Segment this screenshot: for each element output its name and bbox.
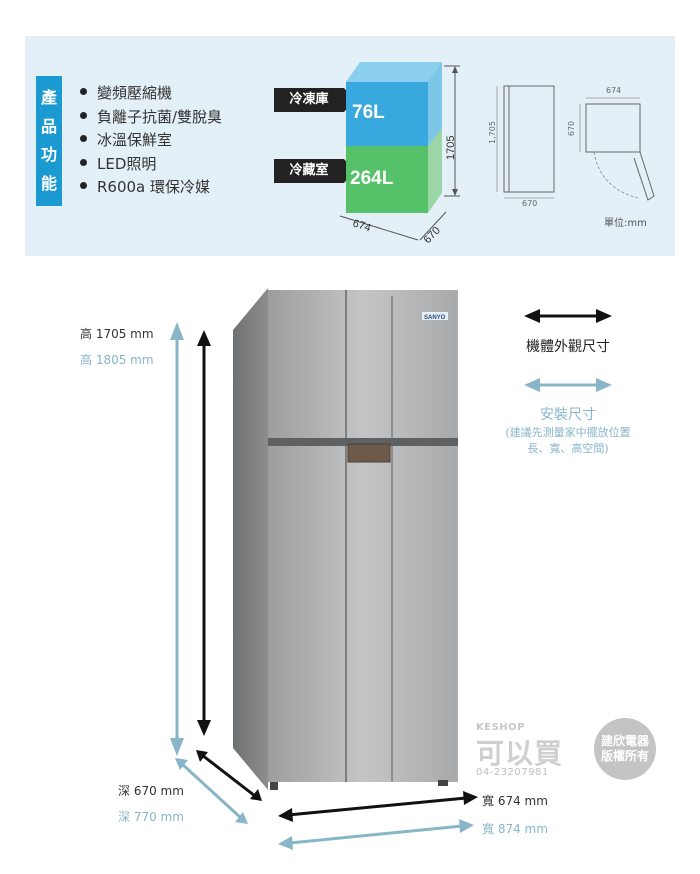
capacity-box-diagram: 76L 264L 1705 674 670 bbox=[339, 62, 460, 246]
freezer-volume: 76L bbox=[352, 102, 385, 123]
freezer-box bbox=[346, 82, 428, 146]
install-height-label: 高 1805 mm bbox=[80, 353, 154, 367]
depth-dimension-line bbox=[419, 211, 447, 241]
feature-tag-char: 能 bbox=[40, 173, 57, 193]
install-note-line-1: (建議先測量家中擺放位置 bbox=[505, 426, 631, 439]
feature-tag-char: 功 bbox=[40, 145, 57, 165]
body-depth-arrow bbox=[201, 753, 256, 798]
height-dimension: 1705 bbox=[445, 136, 457, 160]
bullet-icon bbox=[80, 158, 87, 166]
install-depth-arrow bbox=[180, 762, 243, 820]
box-top-face bbox=[346, 62, 442, 82]
top-width-label: 674 bbox=[606, 86, 622, 95]
install-width-arrow bbox=[289, 824, 463, 845]
width-dimension: 674 bbox=[351, 217, 372, 234]
freezer-label: 冷凍庫 bbox=[274, 88, 354, 112]
body-legend-label: 機體外觀尺寸 bbox=[526, 339, 610, 355]
unit-label: 單位:mm bbox=[604, 218, 647, 229]
fridge-box bbox=[346, 146, 428, 213]
fridge-side-panel bbox=[233, 288, 268, 790]
technical-drawings bbox=[496, 85, 655, 201]
feature-item: LED照明 bbox=[80, 153, 222, 177]
watermark-seal-line: 版權所有 bbox=[600, 749, 649, 763]
bullet-icon bbox=[80, 111, 87, 119]
feature-item: R600a 環保冷媒 bbox=[80, 176, 222, 200]
feature-tag-char: 品 bbox=[40, 116, 57, 136]
feature-tag-char: 產 bbox=[40, 88, 57, 108]
body-width-arrow bbox=[287, 796, 467, 817]
watermark-seal-line: 建欣電器 bbox=[600, 734, 649, 748]
watermark-brand-cn: 可以買 bbox=[476, 737, 564, 770]
feature-item: 變頻壓縮機 bbox=[80, 82, 222, 106]
fridge-door[interactable] bbox=[268, 446, 458, 782]
control-panel[interactable] bbox=[347, 443, 391, 463]
door-open-outline bbox=[633, 151, 655, 201]
feature-list: 變頻壓縮機 負離子抗菌/雙脫臭 冰溫保鮮室 LED照明 R600a 環保冷媒 bbox=[80, 82, 222, 200]
bullet-icon bbox=[80, 88, 87, 95]
install-depth-label: 深 770 mm bbox=[118, 810, 184, 824]
body-depth-label: 深 670 mm bbox=[118, 784, 184, 798]
brand-logo-text: SANYO bbox=[424, 315, 446, 321]
fridge-volume: 264L bbox=[350, 168, 394, 189]
feature-item: 冰溫保鮮室 bbox=[80, 129, 222, 153]
bullet-icon bbox=[80, 135, 87, 142]
bullet-icon bbox=[80, 182, 87, 189]
install-width-label: 寬 874 mm bbox=[482, 822, 548, 836]
feature-tag: 產 品 功 能 bbox=[36, 76, 62, 206]
body-width-label: 寬 674 mm bbox=[482, 794, 548, 808]
watermark-brand-en: KESHOP bbox=[476, 722, 525, 733]
side-view-outline bbox=[503, 85, 555, 193]
feature-item: 負離子抗菌/雙脫臭 bbox=[80, 106, 222, 130]
watermark-seal: 建欣電器 版權所有 bbox=[594, 718, 656, 780]
install-note-line-2: 長、寬、高空間) bbox=[527, 442, 609, 455]
width-dimension-line bbox=[339, 215, 419, 241]
box-side-face-freezer bbox=[428, 62, 442, 146]
top-view-outline bbox=[585, 103, 641, 153]
watermark-phone: 04-23207981 bbox=[476, 767, 549, 778]
body-height-label: 高 1705 mm bbox=[80, 327, 154, 341]
install-legend-label: 安裝尺寸 bbox=[540, 407, 596, 423]
brand-logo bbox=[422, 312, 448, 320]
side-depth-label: 670 bbox=[522, 199, 538, 208]
